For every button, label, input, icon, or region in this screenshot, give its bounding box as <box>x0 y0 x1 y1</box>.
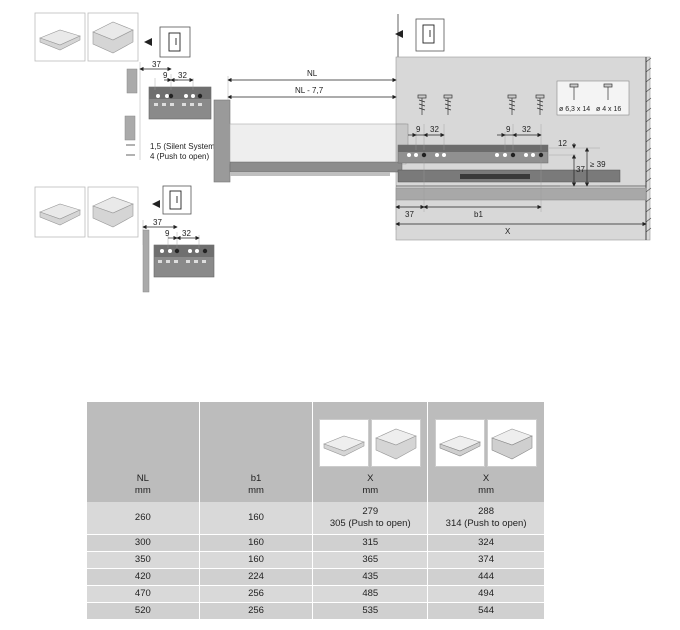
nl-label: NL <box>307 69 318 78</box>
nl-minus-label: NL - 7,7 <box>295 86 324 95</box>
dim-32-top: 32 <box>178 71 187 80</box>
drawer-thumbnail-standard <box>34 12 86 62</box>
col-header-x2: X mm <box>427 402 544 502</box>
x-37: 37 <box>405 210 414 219</box>
cell-b1: 256 <box>199 602 314 620</box>
table-header-row: NL mm b1 mm X mm <box>87 402 544 502</box>
dim-37-bottom: 37 <box>153 218 162 227</box>
cell-nl: 300 <box>87 534 200 552</box>
side-32b: 32 <box>522 125 531 134</box>
cell-b1: 160 <box>199 551 314 569</box>
dim-9-bottom: 9 <box>165 229 170 238</box>
cell-b1: 160 <box>199 534 314 552</box>
col-header-b1: b1 mm <box>199 402 314 502</box>
col-header-x1: X mm <box>312 402 429 502</box>
screw-legend: ø 6,3 x 14 ø 4 x 16 <box>556 80 630 116</box>
drawer-thumbnail-high-inset <box>87 186 139 238</box>
drawer-image-high <box>371 419 422 467</box>
front-detail-overlay: 37 9 32 1,5 (Silent System) 4 (Push to o… <box>124 60 218 161</box>
dim-37-top: 37 <box>152 60 161 69</box>
drawer-thumbnail-high <box>87 12 139 62</box>
dim-32-bottom: 32 <box>182 229 191 238</box>
cell-b1: 224 <box>199 568 314 586</box>
length-dimensions: 37 b1 X <box>395 160 647 236</box>
side-32a: 32 <box>430 125 439 134</box>
cell-nl: 470 <box>87 585 200 603</box>
front-detail-inset: 37 9 32 <box>142 218 215 293</box>
cell-x1: 485 <box>312 585 429 603</box>
cell-nl: 260 <box>87 502 200 535</box>
screw-spec-2: ø 4 x 16 <box>596 106 621 113</box>
cell-x1: 435 <box>312 568 429 586</box>
screw-spec-1: ø 6,3 x 14 <box>559 106 590 113</box>
cell-b1: 256 <box>199 585 314 603</box>
cell-nl: 520 <box>87 602 200 620</box>
cell-x2: 494 <box>427 585 544 603</box>
table-row: 520 256 535 544 <box>87 602 544 620</box>
side-9b: 9 <box>506 125 511 134</box>
cabinet-overlay-icon <box>144 26 191 58</box>
table-row: 470 256 485 494 <box>87 585 544 603</box>
h-37: 37 <box>576 165 585 174</box>
installation-drawing: 37 9 32 1,5 (Silent System) 4 (Push to o… <box>34 12 652 293</box>
side-hole-dimensions: 9 32 9 32 <box>408 124 542 150</box>
drawer-image-standard <box>319 419 370 467</box>
table-row: 420 224 435 444 <box>87 568 544 586</box>
cell-x2: 544 <box>427 602 544 620</box>
h-12: 12 <box>558 139 567 148</box>
x-X: X <box>505 227 511 236</box>
drawer-thumbnail-standard-inset <box>34 186 86 238</box>
cell-nl: 420 <box>87 568 200 586</box>
cell-x1: 535 <box>312 602 429 620</box>
drawer-image-standard-inset <box>435 419 486 467</box>
cabinet-inset-icon <box>152 185 192 215</box>
nl-dimensions: NL NL - 7,7 <box>227 69 397 124</box>
cell-x2: 444 <box>427 568 544 586</box>
x-b1: b1 <box>474 210 483 219</box>
dimension-table: NL mm b1 mm X mm <box>87 402 544 620</box>
cell-b1: 160 <box>199 502 314 535</box>
side-view-drawer <box>213 14 652 241</box>
gap-silent-label: 1,5 (Silent System) <box>150 142 218 151</box>
cell-x2: 374 <box>427 551 544 569</box>
drawer-image-high-inset <box>487 419 538 467</box>
cell-x2: 324 <box>427 534 544 552</box>
cabinet-side-icon <box>395 18 445 52</box>
gap-push-label: 4 (Push to open) <box>150 152 209 161</box>
h-39: ≥ 39 <box>590 160 606 169</box>
side-9a: 9 <box>416 125 421 134</box>
screw-icons <box>417 94 545 115</box>
col-header-nl: NL mm <box>87 402 200 502</box>
cell-x1: 315 <box>312 534 429 552</box>
height-dimensions: 12 37 ≥ 39 <box>549 139 606 187</box>
dim-9-top: 9 <box>163 71 168 80</box>
table-row: 350 160 365 374 <box>87 551 544 569</box>
cell-nl: 350 <box>87 551 200 569</box>
cell-x1: 365 <box>312 551 429 569</box>
table-row: 300 160 315 324 <box>87 534 544 552</box>
